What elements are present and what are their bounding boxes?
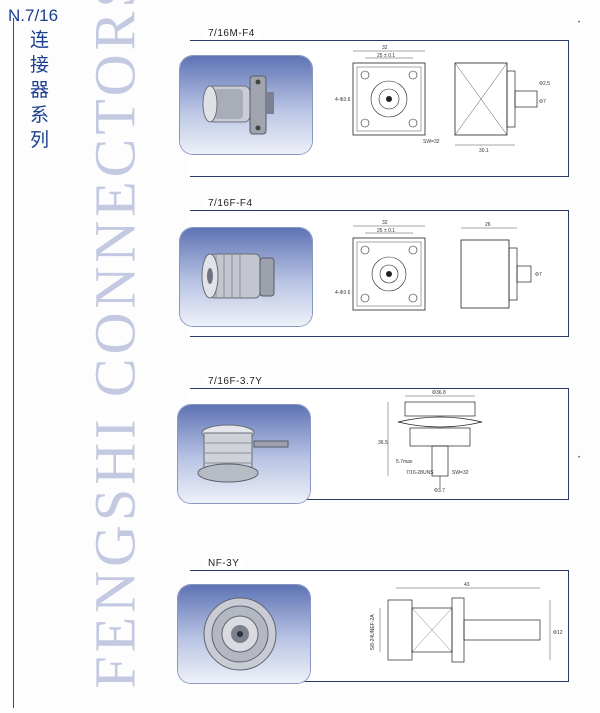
connector-photo-icon [202,75,274,135]
dim-pitch: 25 ± 0.1 [377,228,395,234]
dim-pin: Φ3.7 [434,488,445,494]
product-name: 7/16F-F4 [205,198,256,209]
product-name: NF-3Y [205,558,243,569]
dim-flange: Φ7 [539,99,546,105]
dim-pin: Φ7 [535,272,542,278]
series-title-cjk: 连 接 器 系 列 [30,28,52,153]
technical-drawing-7-16f-3-7y: Φ36.8 36.5 5.7max 7/16-28UNS SW=32 Φ3.7 [378,390,483,494]
technical-drawing-nf-3y: 43 5/8-24UNEF-2A Φ12 [370,582,563,663]
dim-width: 32 [382,220,388,226]
dim-thread: 7/16-28UNS [406,470,434,476]
connector-photo-icon [203,597,277,671]
series-code: N.7/16 [8,6,59,25]
series-heading: N.7/16 连 接 器 系 列 [8,6,59,151]
dim-thread: 5/8-24UNEF-2A [370,614,376,650]
dim-height: 36.5 [378,440,388,446]
technical-drawing-7-16f-f4: 32 25 ± 0.1 4-Φ3.6 26 Φ7 [335,220,542,311]
product-photo-nf-3y [178,585,310,683]
cjk-char: 接 [30,55,50,76]
dim-length: 26 [485,222,491,228]
connector-photo-icon [197,424,289,483]
dim-length: 30.1 [479,148,489,154]
dim-pitch: 25 ± 0.1 [377,53,395,59]
cjk-char: 列 [30,130,50,151]
cjk-char: 器 [30,80,50,101]
technical-drawing-7-16m-f4: 32 25 ± 0.1 4-Φ3.6 SW=32 30.1 Φ2.5 Φ7 [335,45,550,154]
dim-mount: 5.7max [396,459,413,465]
product-photo-7-16f-3-7y [178,405,310,503]
connector-photo-icon [201,253,275,299]
cjk-char: 系 [30,105,50,126]
dim-length: 43 [464,582,470,588]
dim-wrench: SW=32 [423,139,440,145]
dim-wrench: SW=32 [452,470,469,476]
dim-pin: Φ2.5 [539,81,550,87]
watermark-text: FENGSHI CONNECTORS [82,0,148,689]
dim-hole: 4-Φ3.6 [335,290,351,296]
margin-mark: • [578,20,581,26]
dim-pin: Φ12 [553,630,563,636]
dim-hole: 4-Φ3.6 [335,97,351,103]
dim-outer: Φ36.8 [432,390,446,396]
product-name: 7/16F-3.7Y [205,376,266,387]
product-name: 7/16M-F4 [205,28,258,39]
margin-mark: • [578,455,581,461]
dim-width: 32 [382,45,388,51]
product-photo-7-16m-f4 [180,56,312,154]
cjk-char: 连 [30,30,50,51]
margin-rule [13,18,14,708]
product-photo-7-16f-f4 [180,228,312,326]
